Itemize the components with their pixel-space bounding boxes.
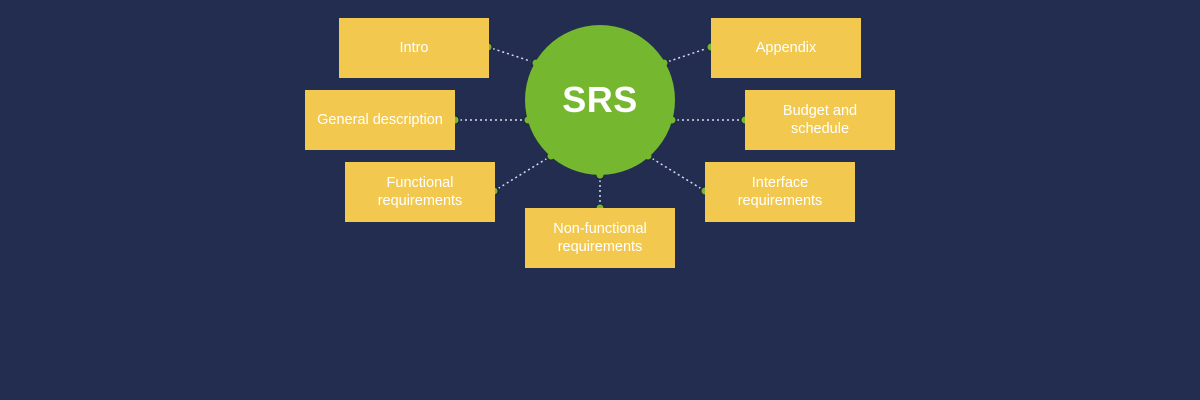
section-box-interface-requirements: Interface requirements (705, 162, 855, 222)
section-label-interface-requirements: Interface requirements (737, 175, 823, 209)
section-label-appendix: Appendix (755, 40, 817, 56)
srs-hub-label: SRS (562, 79, 638, 120)
connector-general-description (449, 114, 534, 126)
section-box-functional-requirements: Functional requirements (345, 162, 495, 222)
connector-interface-requirements (642, 150, 711, 197)
connector-functional-requirements (488, 150, 557, 197)
section-label-intro: Intro (399, 40, 429, 56)
connector-non-functional-requirements (594, 169, 606, 214)
section-label-functional-requirements: Functional requirements (377, 175, 463, 209)
section-box-non-functional-requirements: Non-functional requirements (525, 208, 675, 268)
section-label-budget-and-schedule: Budget and schedule (782, 103, 858, 137)
connector-budget-and-schedule (666, 114, 751, 126)
connector-intro (482, 41, 542, 69)
srs-hub-circle: SRS (525, 25, 675, 175)
section-label-non-functional-requirements: Non-functional requirements (553, 221, 647, 255)
section-box-appendix: Appendix (711, 18, 861, 78)
section-label-general-description: General description (317, 112, 443, 128)
section-box-budget-and-schedule: Budget and schedule (745, 90, 895, 150)
section-box-intro: Intro (339, 18, 489, 78)
section-box-general-description: General description (305, 90, 455, 150)
connector-appendix (658, 41, 717, 69)
